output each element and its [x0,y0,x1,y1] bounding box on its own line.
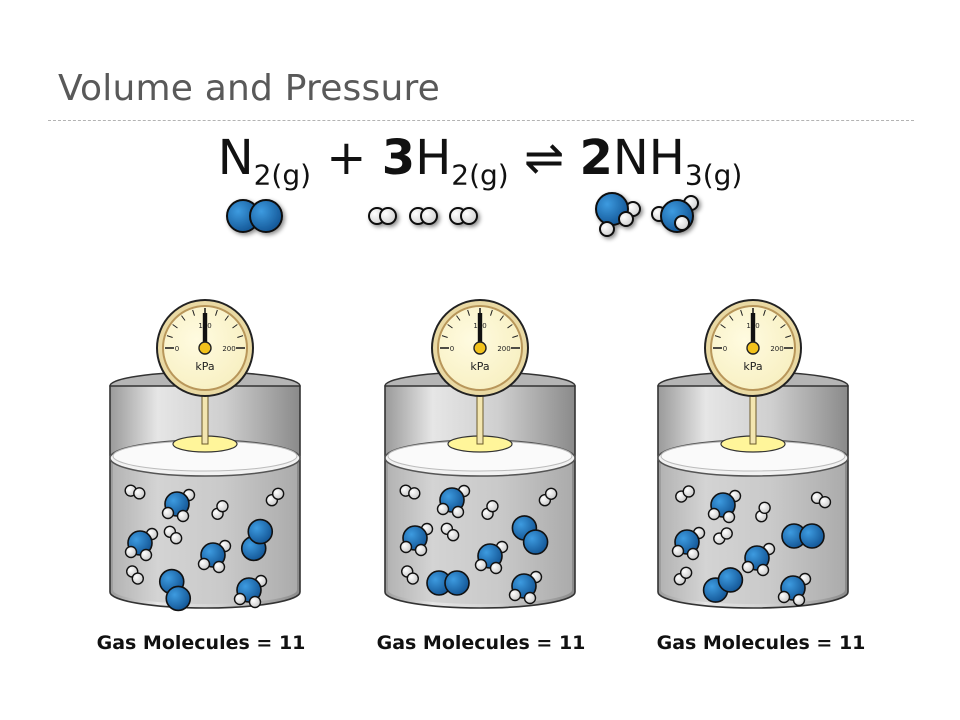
gauge-needle [750,313,756,348]
nitrogen-molecule-icon [226,199,283,233]
piston-container: 0100200kPa [109,299,301,612]
pressure-gauge: 0100200kPa [431,299,529,397]
piston-container: 0100200kPa [657,299,849,609]
ammonia-subscript: 3(g) [684,158,743,192]
hydrogen-subscript: 2(g) [451,158,509,192]
piston-container: 0100200kPa [384,299,576,609]
slide-title: Volume and Pressure [58,68,441,109]
gauge-unit-label: kPa [743,360,762,373]
hydrogen-molecules-icon [368,207,478,225]
gas-molecules [124,484,285,612]
pressure-gauge: 0100200kPa [156,299,254,397]
gauge-min-label: 0 [450,345,454,353]
ammonia-molecule-icon [595,192,641,237]
molecule-legend [226,192,699,237]
gauge-unit-label: kPa [195,360,214,373]
gauge-min-label: 0 [723,345,727,353]
gas-molecules [671,485,832,607]
gas-molecules [399,484,558,605]
container-caption: Gas Molecules = 11 [96,632,306,654]
plus-sign: + [326,130,367,186]
gauge-needle [477,313,483,348]
nitrogen-symbol: N [217,130,254,186]
ammonia-coefficient: 2 [579,130,613,186]
hydrogen-symbol: H [415,130,452,186]
pressure-gauge: 0100200kPa [704,299,802,397]
gauge-min-label: 0 [175,345,179,353]
gauge-max-label: 200 [222,345,235,353]
gauge-max-label: 200 [497,345,510,353]
chemical-equation: N2(g) + 3H2(g) ⇌ 2NH3(g) [0,130,960,192]
ammonia-molecule-icon [651,195,699,233]
hydrogen-coefficient: 3 [381,130,416,186]
gauge-max-label: 200 [770,345,783,353]
gauge-needle [202,313,208,348]
container-caption: Gas Molecules = 11 [656,632,866,654]
nitrogen-subscript: 2(g) [253,158,312,192]
ammonia-symbol: NH [612,130,685,186]
title-divider [48,120,914,121]
equilibrium-arrow: ⇌ [523,130,565,186]
reaction-containers: 0100200kPa0100200kPa0100200kPa [109,299,849,612]
container-caption: Gas Molecules = 11 [376,632,586,654]
gauge-unit-label: kPa [470,360,489,373]
